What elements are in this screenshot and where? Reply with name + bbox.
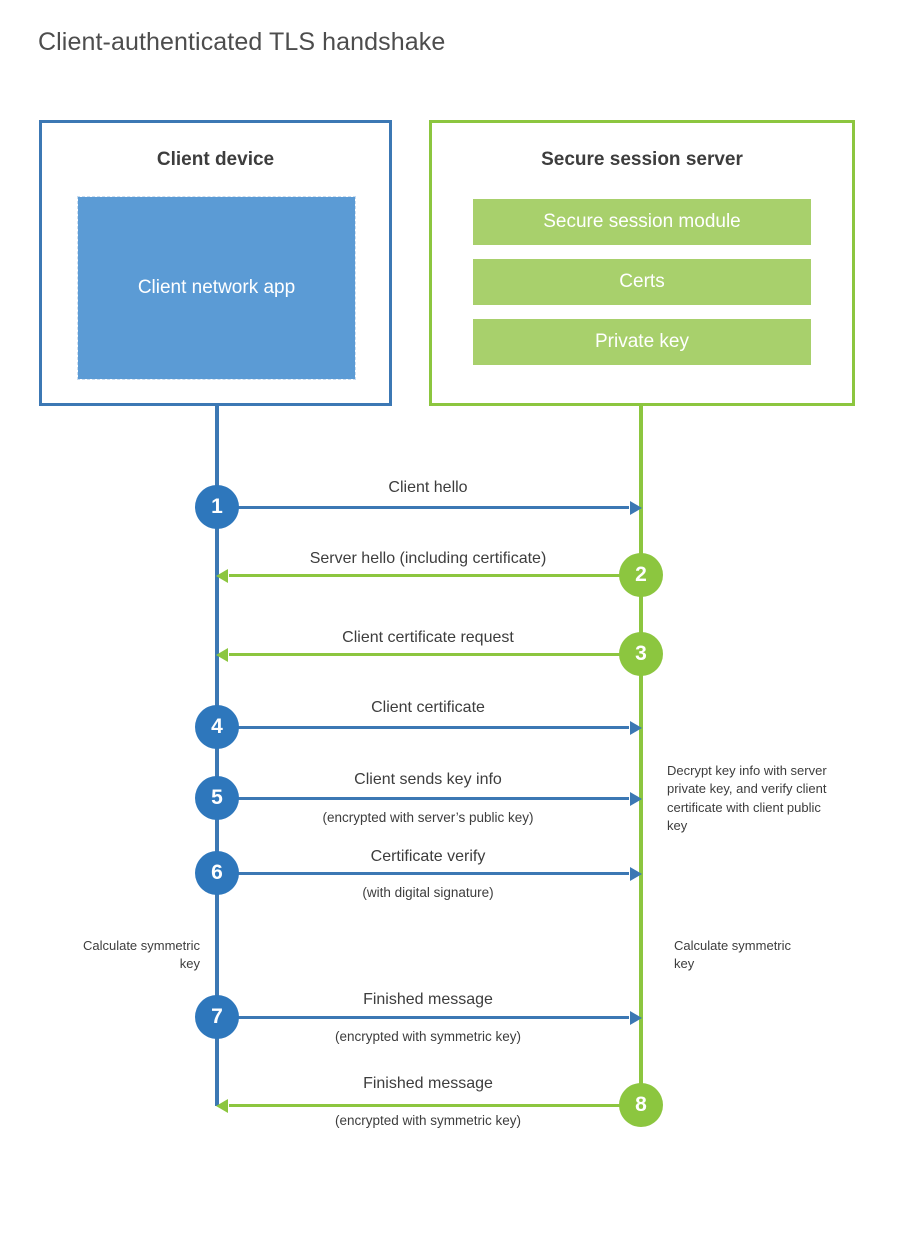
arrow-step-7 <box>217 1010 642 1025</box>
step-badge-1: 1 <box>195 485 239 529</box>
arrow-step-6 <box>217 866 642 881</box>
note-server-calculate-symmetric-key: Calculate symmetric key <box>674 938 792 972</box>
arrow-step-4 <box>217 720 642 735</box>
message-sublabel-step-8: (encrypted with symmetric key) <box>334 1113 522 1128</box>
client-lifeline <box>215 406 219 1106</box>
message-label-step-1: Client hello <box>388 479 468 496</box>
message-label-step-4: Client certificate <box>371 699 485 716</box>
actor-box-secure-session-server: Secure session server Secure session mod… <box>429 120 855 406</box>
step-badge-3: 3 <box>619 632 663 676</box>
server-component-private-key: Private key <box>473 319 811 365</box>
step-badge-4: 4 <box>195 705 239 749</box>
client-network-app-block: Client network app <box>77 196 356 380</box>
arrow-step-8 <box>216 1098 629 1113</box>
step-badge-8: 8 <box>619 1083 663 1127</box>
message-sublabel-step-6: (with digital signature) <box>362 885 494 900</box>
step-badge-5: 5 <box>195 776 239 820</box>
step-badge-2: 2 <box>619 553 663 597</box>
message-label-step-6: Certificate verify <box>370 848 486 865</box>
secure-session-server-title: Secure session server <box>541 149 743 170</box>
message-sublabel-step-5: (encrypted with server’s public key) <box>322 810 534 825</box>
note-client-calculate-symmetric-key: Calculate symmetric key <box>82 938 200 972</box>
step-badge-7: 7 <box>195 995 239 1039</box>
page-title: Client-authenticated TLS handshake <box>38 28 446 56</box>
server-component-list: Secure session module Certs Private key <box>473 199 811 365</box>
server-component-certs: Certs <box>473 259 811 305</box>
arrow-step-1 <box>217 500 642 515</box>
note-server-decrypt: Decrypt key info with server private key… <box>667 763 827 834</box>
message-label-step-5: Client sends key info <box>354 771 502 788</box>
arrow-step-3 <box>216 647 629 662</box>
step-badge-6: 6 <box>195 851 239 895</box>
server-lifeline <box>639 406 643 1106</box>
message-label-step-7: Finished message <box>363 991 493 1008</box>
message-label-step-2: Server hello (including certificate) <box>309 550 547 567</box>
message-sublabel-step-7: (encrypted with symmetric key) <box>334 1029 522 1044</box>
client-device-title: Client device <box>156 149 275 170</box>
arrow-step-2 <box>216 568 629 583</box>
server-component-secure-session-module: Secure session module <box>473 199 811 245</box>
client-network-app-label: Client network app <box>137 277 296 299</box>
message-label-step-3: Client certificate request <box>342 629 514 646</box>
actor-box-client-device: Client device Client network app <box>39 120 392 406</box>
arrow-step-5 <box>217 791 642 806</box>
message-label-step-8: Finished message <box>363 1075 493 1092</box>
